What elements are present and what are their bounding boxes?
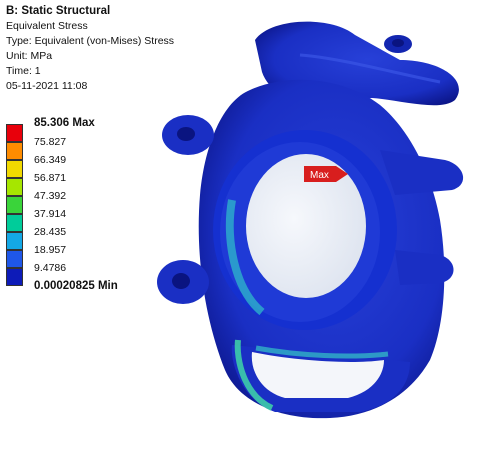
result-type: Type: Equivalent (von-Mises) Stress [6,35,175,47]
lower-window [251,352,384,398]
right-arm-lower [395,250,454,285]
legend-band-5 [6,196,23,214]
legend-level-7: 18.957 [34,244,67,256]
legend-level-2: 66.349 [34,154,67,166]
legend-band-6 [6,214,23,232]
max-probe[interactable]: Max [304,166,348,182]
flange-hole-lower [172,273,190,289]
lower-stress-region [234,339,274,411]
legend-level-6: 28.435 [34,226,67,238]
legend-min-label: 0.00020825 Min [34,280,118,292]
legend-level-8: 9.4786 [34,262,67,274]
right-arm-upper [380,150,464,195]
lower-stress-region-2 [255,345,389,359]
max-probe-label: Max [310,170,329,181]
analysis-title: B: Static Structural [6,5,111,17]
legend-level-1: 75.827 [34,136,67,148]
legend-band-8 [6,250,23,268]
legend-level-3: 56.871 [34,172,67,184]
legend-band-9 [6,268,23,286]
flange-hole-upper [177,127,195,141]
result-timestamp: 05-11-2021 11:08 [6,80,88,92]
legend-band-1 [6,124,23,142]
legend-level-4: 47.392 [34,190,67,202]
legend-band-4 [6,178,23,196]
legend-band-2 [6,142,23,160]
legend-max-label: 85.306 Max [34,117,95,129]
result-unit: Unit: MPa [6,50,53,62]
arm-highlight [299,53,441,84]
result-info: B: Static Structural Equivalent Stress T… [6,4,174,94]
bore-stress-band [225,199,265,316]
result-time: Time: 1 [6,65,41,77]
legend-band-3 [6,160,23,178]
bore-hole [246,154,366,298]
legend-level-5: 37.914 [34,208,67,220]
result-name: Equivalent Stress [6,20,88,32]
upper-bolt-hole [392,39,404,47]
legend-band-7 [6,232,23,250]
